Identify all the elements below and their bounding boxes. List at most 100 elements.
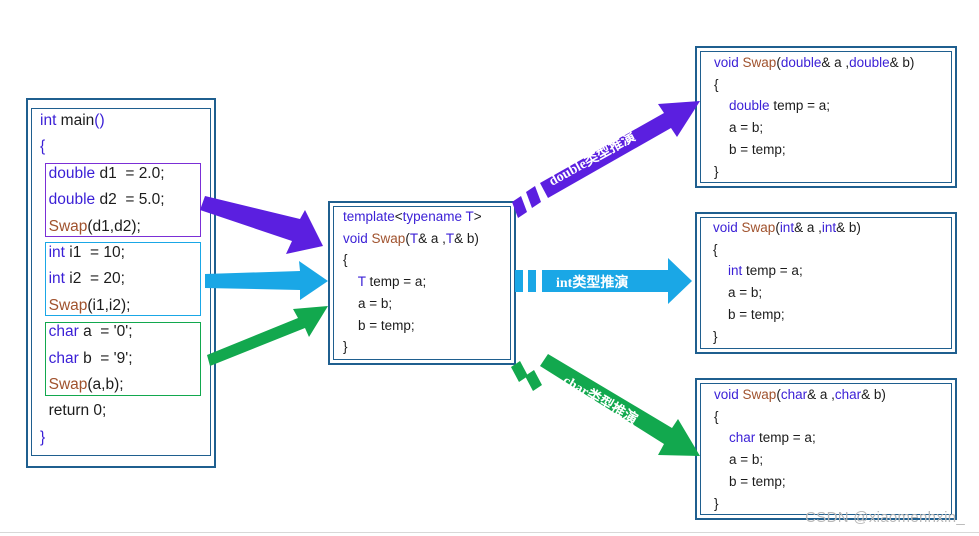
double-call-arrow (200, 196, 323, 254)
code-line: a = b; (714, 449, 886, 471)
main-function-code: int main() { double d1 = 2.0; double d2 =… (40, 108, 165, 451)
char-swap-code: void Swap(char& a ,char& b){ char temp =… (714, 384, 886, 514)
code-token: & b) (861, 387, 886, 402)
code-token: ( (405, 230, 410, 246)
code-token (713, 263, 728, 278)
code-line: { (343, 249, 482, 271)
code-token: int (40, 270, 65, 288)
code-token: a = '0'; (78, 323, 133, 341)
code-token: double (40, 191, 96, 209)
code-line: int i2 = 20; (40, 266, 165, 292)
char-group-highlight (45, 322, 201, 396)
code-token: Swap (741, 220, 776, 235)
code-token: a = b; (714, 120, 764, 136)
code-token: int (40, 112, 57, 129)
code-line: } (714, 161, 914, 183)
double-deduction-label: double类型推演 (546, 128, 639, 190)
char-deduction-label: char类型推演 (560, 372, 641, 428)
code-token: T (445, 230, 455, 246)
char-deduction-arrow (511, 354, 700, 456)
code-token: char (780, 387, 808, 402)
code-token: double (849, 55, 890, 70)
code-token: (d1,d2); (87, 217, 141, 235)
code-token: a = b; (343, 295, 393, 311)
code-line: a = b; (343, 293, 482, 315)
code-token: int (728, 263, 743, 279)
int-swap-box (695, 212, 957, 354)
code-token: } (713, 328, 718, 344)
code-token: double (729, 98, 770, 114)
int-deduction-arrow (515, 258, 692, 304)
code-token: int (40, 244, 65, 262)
code-line: double d2 = 5.0; (40, 187, 165, 213)
int-swap-inner-frame (700, 217, 952, 349)
code-token: Swap (40, 296, 88, 314)
code-line: a = b; (713, 282, 861, 304)
code-token: (i1,i2); (87, 296, 131, 314)
code-token: T (465, 209, 474, 224)
code-token (714, 430, 729, 445)
code-line: { (713, 239, 861, 261)
int-group-highlight (45, 242, 201, 316)
code-line: b = temp; (713, 304, 861, 326)
code-token: & a , (807, 387, 835, 402)
code-token: { (40, 138, 46, 156)
code-token: b = temp; (343, 317, 415, 333)
double-deduction-arrow (512, 101, 700, 218)
watermark: CSDN @xiaomenhxin_ (805, 509, 965, 526)
code-token: temp = a; (742, 263, 803, 279)
double-swap-inner-frame (700, 51, 952, 183)
code-token: i2 = 20; (64, 270, 125, 288)
code-token: T (409, 230, 419, 246)
code-token: { (343, 252, 348, 268)
code-token: ( (776, 387, 781, 402)
code-token: { (713, 241, 718, 257)
code-token: b = temp; (713, 306, 785, 322)
code-token: void (714, 387, 739, 402)
char-call-arrow (207, 306, 328, 366)
template-function-code: template<typename T>void Swap(T& a ,T& b… (343, 206, 482, 358)
code-line: b = temp; (714, 471, 886, 493)
code-token: Swap (742, 55, 777, 70)
code-token: Swap (371, 230, 406, 246)
double-swap-code: void Swap(double& a ,double& b){ double … (714, 52, 914, 182)
code-line: void Swap(char& a ,char& b) (714, 384, 886, 406)
code-token: b = temp; (714, 141, 786, 157)
code-token: char (40, 323, 79, 341)
code-line: } (343, 336, 482, 358)
code-line: void Swap(double& a ,double& b) (714, 52, 914, 74)
code-token: < (394, 209, 403, 224)
code-line: T temp = a; (343, 271, 482, 293)
code-token: T (357, 274, 366, 290)
code-token: & a , (821, 55, 850, 70)
code-token: temp = a; (769, 98, 830, 114)
code-line: void Swap(int& a ,int& b) (713, 217, 861, 239)
code-token: () (94, 112, 105, 129)
code-token: double (780, 55, 822, 70)
code-token (343, 274, 358, 289)
code-line: template<typename T> (343, 206, 482, 228)
code-token: b = '9'; (78, 349, 133, 367)
code-line: { (714, 406, 886, 428)
code-token: double (40, 164, 96, 182)
code-token: void (713, 220, 738, 235)
code-token: & a , (794, 220, 822, 235)
code-token: & b) (836, 220, 861, 235)
code-token: main (56, 112, 95, 129)
code-line: return 0; (40, 398, 165, 424)
char-swap-inner-frame (700, 383, 952, 515)
code-token: template (343, 209, 395, 224)
code-line: Swap(a,b); (40, 372, 165, 398)
code-token: Swap (742, 387, 777, 402)
code-line: a = b; (714, 117, 914, 139)
code-token: char (40, 349, 79, 367)
code-line: double d1 = 2.0; (40, 161, 165, 187)
code-line: int i1 = 10; (40, 240, 165, 266)
double-swap-box (695, 46, 957, 188)
code-token: & a , (418, 230, 446, 246)
code-line: b = temp; (343, 315, 482, 337)
int-swap-code: void Swap(int& a ,int& b) { int temp = a;… (713, 217, 861, 347)
code-token: ( (776, 55, 781, 70)
code-line: { (40, 134, 165, 160)
code-token: typename (402, 209, 462, 224)
